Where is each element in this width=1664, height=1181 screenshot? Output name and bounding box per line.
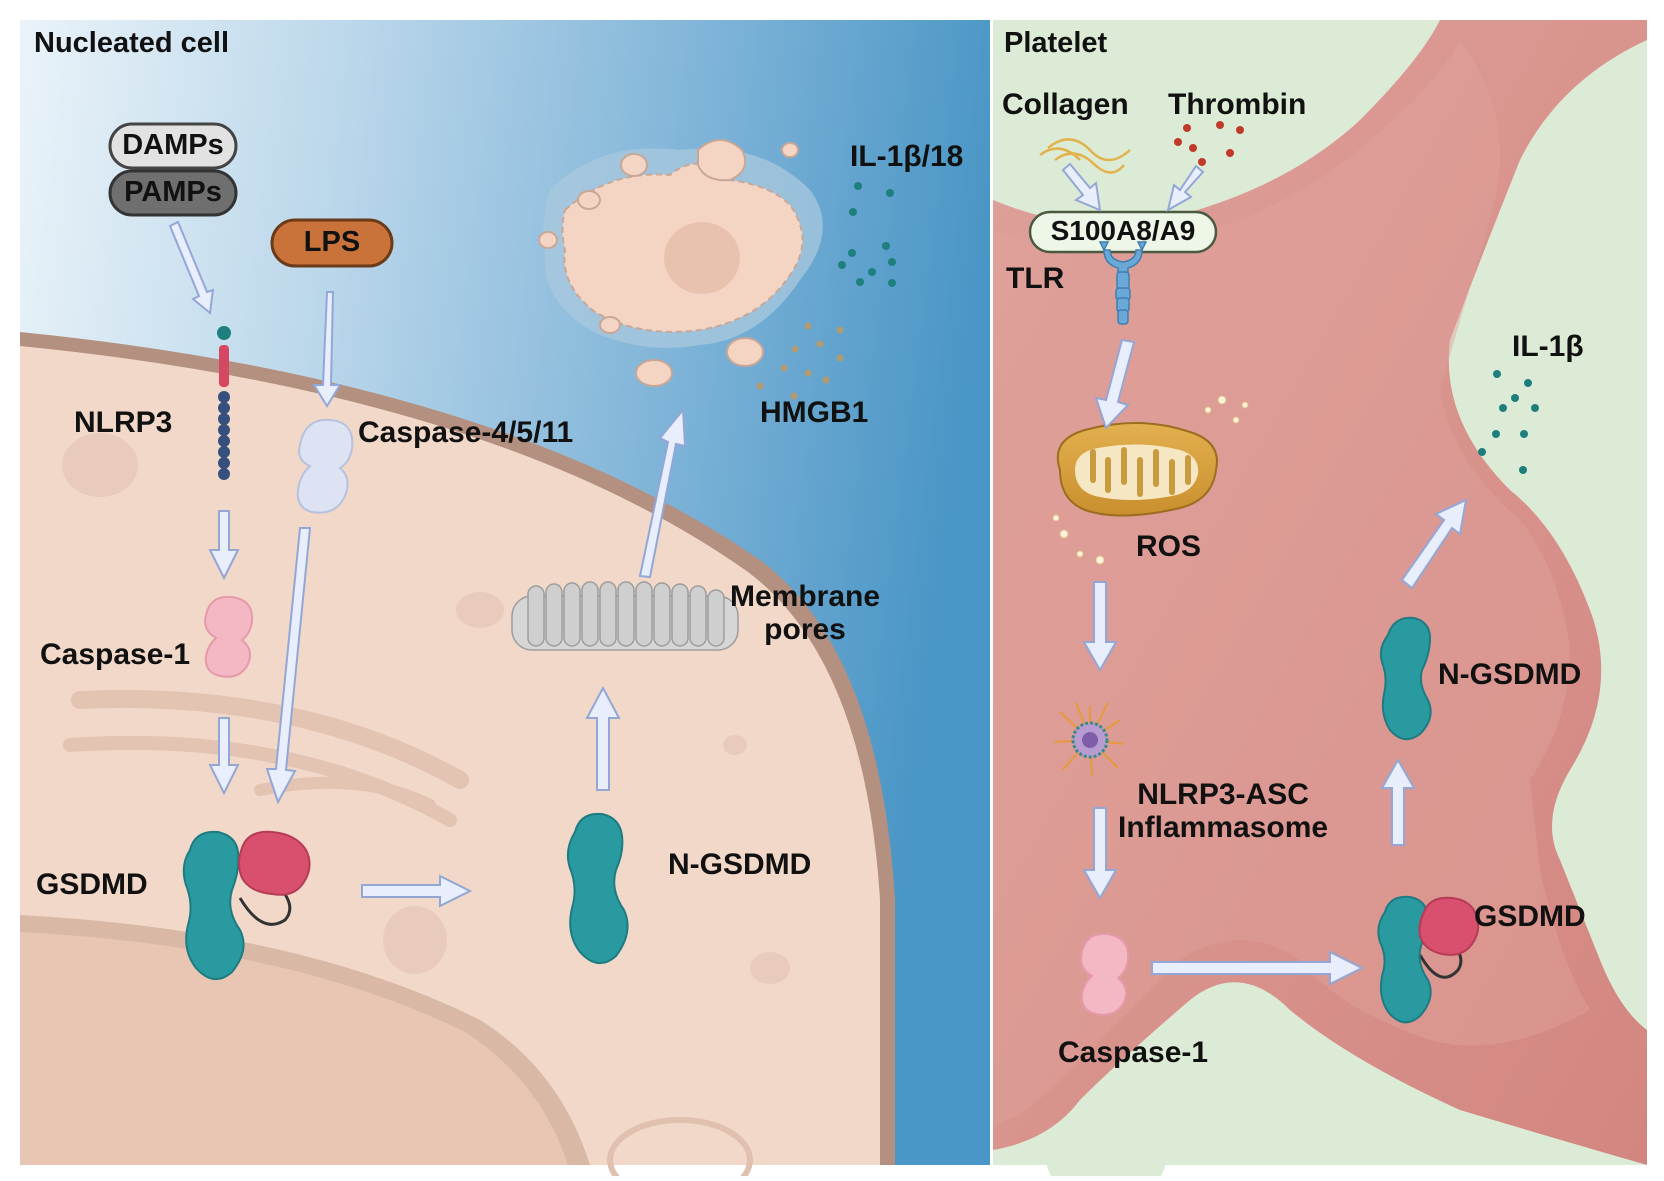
lps-pill-shape	[270, 218, 394, 268]
green-vesicle	[1046, 1113, 1166, 1181]
arrow-caspase4-to-gsdmd	[265, 527, 312, 805]
tlr-label: TLR	[1006, 262, 1065, 295]
arrow-n-gsdmd-to-pores	[585, 685, 621, 791]
inflammasome-label-line2: Inflammasome	[1118, 811, 1329, 844]
n-gsdmd-label: N-GSDMD	[668, 848, 812, 881]
membrane-pores-label: Membrane pores	[730, 580, 880, 646]
arrow-ros-to-inflammasome	[1082, 581, 1118, 673]
arrow-caspase1-to-gsdmd	[208, 717, 240, 796]
membrane-pores-label-line1: Membrane	[730, 580, 881, 613]
pamps-pill-shape	[108, 169, 238, 217]
right-panel	[993, 20, 1647, 1181]
n-gsdmd-label-right: N-GSDMD	[1438, 658, 1582, 691]
il1b-label: IL-1β	[1512, 330, 1584, 363]
gsdmd-label-right: GSDMD	[1474, 900, 1586, 933]
arrow-nlrp3-to-caspase1	[208, 510, 240, 581]
collagen-fibers	[1039, 138, 1131, 174]
inflammasome-label-line1: NLRP3-ASC	[1137, 778, 1309, 811]
vesicle	[62, 433, 138, 497]
arrow-lps-to-caspase4	[312, 291, 342, 408]
left-panel-title: Nucleated cell	[34, 27, 230, 59]
il1b-18-particles	[838, 182, 896, 287]
arrow-thrombin-to-s100	[1166, 164, 1205, 213]
arrow-caspase1-to-gsdmd-right	[1151, 950, 1365, 986]
gsdmd-label: GSDMD	[36, 868, 148, 901]
nlrp3-label: NLRP3	[74, 406, 173, 439]
arrow-damps-to-nlrp3	[168, 220, 215, 315]
hmgb1-label: HMGB1	[760, 396, 869, 429]
left-panel	[20, 20, 990, 1181]
vesicle	[750, 952, 790, 984]
membrane-pores-label-line2: pores	[764, 613, 846, 646]
gsdmd-full-protein	[182, 830, 311, 980]
vesicle	[456, 592, 504, 628]
arrow-gsdmd-to-n-gsdmd-right	[1380, 757, 1416, 846]
damps-label: DAMPs	[122, 129, 224, 161]
collagen-label: Collagen	[1002, 88, 1129, 121]
n-gsdmd-protein-right	[1379, 616, 1432, 741]
inflammasome-label: NLRP3-ASC Inflammasome	[1118, 778, 1328, 844]
n-gsdmd-protein	[566, 812, 629, 964]
inflammasome	[1053, 701, 1125, 777]
membrane-pores	[511, 581, 739, 651]
mitochondrion	[1052, 395, 1249, 565]
thrombin-particles	[1174, 121, 1244, 166]
ros-label: ROS	[1136, 530, 1202, 563]
damps-pill-shape	[108, 122, 238, 170]
il1b-particles	[1478, 370, 1539, 474]
arrow-pores-to-release	[638, 407, 687, 579]
panel-divider	[990, 20, 993, 1165]
caspase-1-label-right: Caspase-1	[1058, 1036, 1209, 1069]
caspase-1-label: Caspase-1	[40, 638, 191, 671]
right-arrows	[1061, 162, 1468, 986]
nucleus	[20, 932, 568, 1165]
il1b-18-label: IL-1β/18	[850, 140, 964, 173]
pamps-label: PAMPs	[124, 176, 222, 208]
hmgb1-particles	[756, 322, 844, 400]
gsdmd-full-protein-right	[1377, 895, 1480, 1024]
s100a8-a9-label: S100A8/A9	[1050, 215, 1196, 246]
arrow-n-gsdmd-to-il1b	[1400, 498, 1468, 590]
arrow-inflammasome-to-caspase1	[1082, 807, 1118, 901]
tlr-receptor	[1098, 241, 1148, 325]
left-arrows	[168, 220, 687, 908]
vesicle	[383, 906, 447, 974]
lps-label: LPS	[303, 226, 361, 258]
caspase-1-protein-right	[1080, 932, 1130, 1016]
arrow-tlr-to-mito	[1094, 338, 1136, 430]
platelet-body	[993, 20, 1647, 1165]
ruptured-cell	[538, 139, 823, 387]
caspase-4-5-11-protein	[296, 418, 354, 514]
platelet-inner-tone	[993, 40, 1590, 1125]
right-panel-title: Platelet	[1004, 27, 1108, 59]
mitochondrion-outline	[607, 1117, 753, 1181]
thrombin-label: Thrombin	[1168, 88, 1307, 121]
caspase-1-protein	[204, 595, 254, 678]
vesicle	[723, 735, 747, 755]
s100a8-a9-pill-shape	[1028, 210, 1218, 254]
arrow-collagen-to-s100	[1061, 162, 1102, 212]
caspase-4-5-11-label: Caspase-4/5/11	[358, 416, 574, 449]
nlrp3-receptor	[217, 326, 231, 480]
arrow-gsdmd-to-n-gsdmd	[361, 874, 473, 908]
